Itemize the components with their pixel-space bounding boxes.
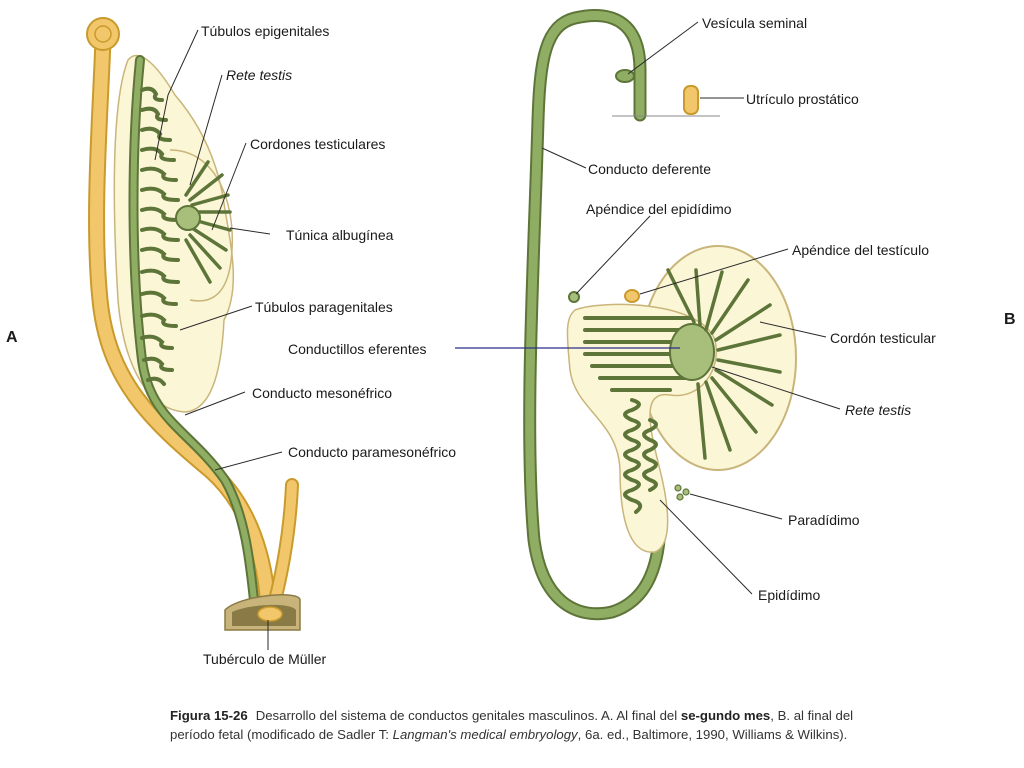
diagram-figure: Túbulos epigenitales Rete testis Cordone… xyxy=(6,9,1016,667)
label-utriculo-prostatico: Utrículo prostático xyxy=(746,91,859,107)
label-conducto-mesonefrico: Conducto mesonéfrico xyxy=(252,385,392,401)
label-apendice-epididimo: Apéndice del epidídimo xyxy=(586,201,732,217)
caption-text-3: , 6a. ed., Baltimore, 1990, Williams & W… xyxy=(577,727,848,742)
label-tubulos-paragenitales: Túbulos paragenitales xyxy=(255,299,393,315)
paradidymus xyxy=(674,484,690,501)
panel-b-leaders xyxy=(455,21,841,595)
figure-caption: Figura 15-26 Desarrollo del sistema de co… xyxy=(170,706,870,744)
label-conductillos-eferentes: Conductillos eferentes xyxy=(288,341,427,357)
label-rete-testis-a: Rete testis xyxy=(226,67,292,83)
caption-italic-1: Langman's medical embryology xyxy=(392,727,578,742)
panel-a-labels: Túbulos epigenitales Rete testis Cordone… xyxy=(6,23,456,667)
rete-testis-b xyxy=(669,323,715,381)
label-tunica-albuginea: Túnica albugínea xyxy=(286,227,394,243)
panel-label-b: B xyxy=(1004,311,1016,328)
caption-figure-number: Figura 15-26 xyxy=(170,708,248,723)
label-cordones-testiculares: Cordones testiculares xyxy=(250,136,385,152)
fimbria xyxy=(86,17,120,51)
gonad-body xyxy=(113,54,235,413)
label-conducto-deferente: Conducto deferente xyxy=(588,161,711,177)
label-tubulos-epigenitales: Túbulos epigenitales xyxy=(201,23,329,39)
epididymis-duct xyxy=(623,398,658,514)
label-apendice-testiculo: Apéndice del testículo xyxy=(792,242,929,258)
label-conducto-paramesonefrico: Conducto paramesonéfrico xyxy=(288,444,456,460)
label-vesicula-seminal: Vesícula seminal xyxy=(702,15,807,31)
caption-bold-1: se-gundo mes xyxy=(680,708,771,723)
rete-testis-a xyxy=(175,205,201,231)
mesonephric-tubules xyxy=(140,86,180,386)
label-epididimo: Epidídimo xyxy=(758,587,820,603)
panel-a-drawing xyxy=(86,17,301,631)
label-cordon-testicular: Cordón testicular xyxy=(830,330,936,346)
appendix-epididymis xyxy=(568,291,580,303)
paramesonephric-duct xyxy=(90,33,275,617)
vas-deferens xyxy=(525,11,665,619)
seminiferous-cords xyxy=(666,268,782,460)
label-rete-testis-b: Rete testis xyxy=(845,402,911,418)
prostatic-utricle xyxy=(683,85,699,115)
panel-b-drawing xyxy=(523,9,797,621)
muller-tubercle xyxy=(257,606,283,622)
panel-a-leaders xyxy=(154,29,283,650)
mesonephric-duct xyxy=(130,57,258,613)
caption-text-1: Desarrollo del sistema de conductos geni… xyxy=(255,708,681,723)
caption-text-2: , B. al final del período fetal (modific… xyxy=(170,708,854,742)
appendix-testis xyxy=(624,289,640,303)
label-tuberculo-muller: Tubérculo de Müller xyxy=(203,651,327,667)
label-paradidimo: Paradídimo xyxy=(788,512,860,528)
panel-label-a: A xyxy=(6,329,18,346)
panel-b-labels: Vesícula seminal Utrículo prostático Con… xyxy=(288,15,1016,603)
